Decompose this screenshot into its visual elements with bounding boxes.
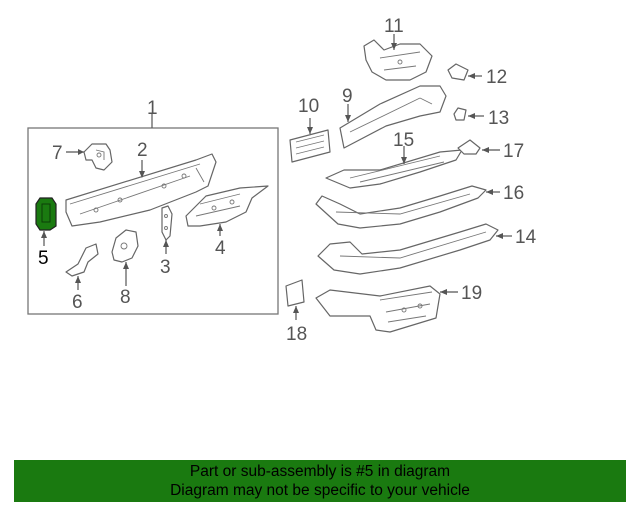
part-6[interactable] — [65, 243, 99, 277]
assembly-1-box — [27, 127, 279, 315]
part-16[interactable] — [315, 185, 487, 229]
callout-18: 18 — [286, 324, 307, 345]
part-15[interactable] — [325, 149, 463, 189]
callout-11: 11 — [384, 16, 404, 37]
banner-line-1: Part or sub-assembly is #5 in diagram — [189, 463, 451, 480]
banner-line-2: Diagram may not be specific to your vehi… — [170, 482, 470, 499]
callout-10: 10 — [298, 96, 319, 117]
part-11[interactable] — [363, 39, 433, 81]
part-2[interactable] — [65, 153, 217, 227]
callout-13: 13 — [488, 108, 509, 129]
part-10[interactable] — [289, 129, 331, 163]
part-12[interactable] — [447, 63, 469, 81]
callout-3: 3 — [160, 257, 171, 278]
part-5-highlighted[interactable] — [35, 197, 57, 231]
part-9[interactable] — [339, 85, 447, 149]
callout-15: 15 — [393, 130, 414, 151]
callout-19: 19 — [461, 283, 482, 304]
part-14[interactable] — [317, 223, 499, 275]
callout-17: 17 — [503, 141, 524, 162]
info-banner: Part or sub-assembly is #5 in diagram Di… — [14, 460, 626, 502]
callout-16: 16 — [503, 183, 524, 204]
part-19[interactable] — [315, 285, 441, 333]
callout-1: 1 — [147, 98, 158, 119]
callout-9: 9 — [342, 86, 353, 107]
part-17[interactable] — [457, 139, 481, 155]
callout-2: 2 — [137, 140, 148, 161]
part-13[interactable] — [453, 107, 467, 121]
callout-4: 4 — [215, 238, 226, 259]
callout-5: 5 — [38, 248, 49, 269]
part-3[interactable] — [161, 205, 173, 241]
arrowheads — [41, 43, 503, 313]
callout-7: 7 — [52, 143, 63, 164]
callout-12: 12 — [486, 67, 507, 88]
part-18[interactable] — [285, 279, 305, 307]
part-7[interactable] — [83, 143, 113, 171]
callout-14: 14 — [515, 227, 537, 248]
part-4[interactable] — [185, 185, 269, 227]
callout-6: 6 — [72, 292, 83, 313]
callout-8: 8 — [120, 287, 131, 308]
part-8[interactable] — [111, 229, 139, 263]
